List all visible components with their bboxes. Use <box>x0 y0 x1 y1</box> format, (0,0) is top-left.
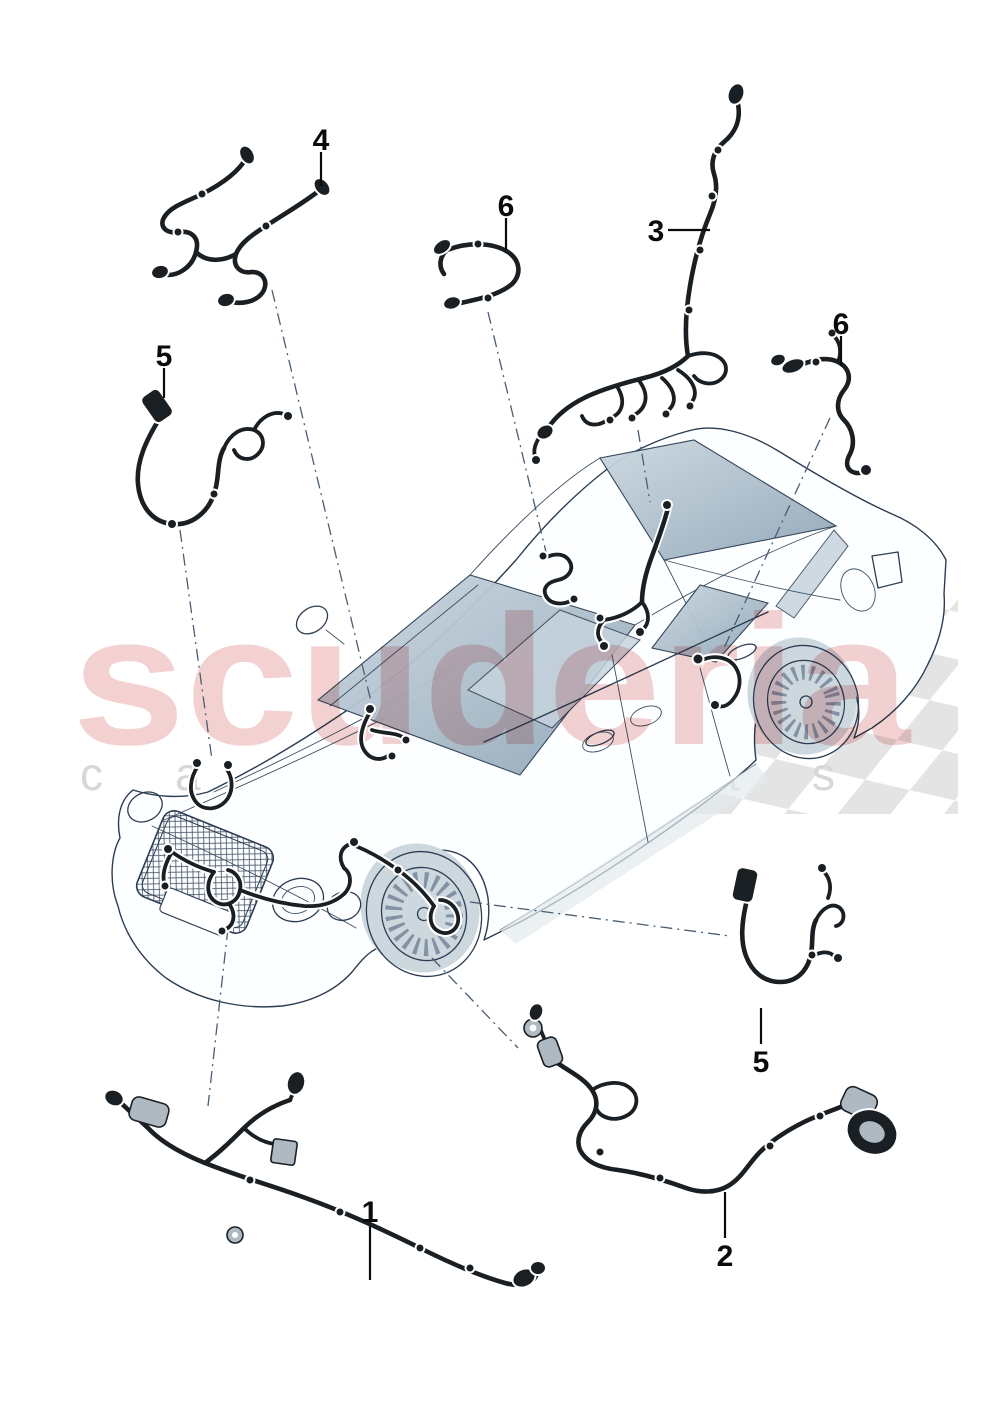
harness-2 <box>523 1002 899 1197</box>
callout-5-right-label: 5 <box>753 1046 770 1079</box>
leader-lines <box>179 289 831 1107</box>
fuel-cap <box>840 568 876 612</box>
roof-harness-sketch <box>537 550 580 608</box>
callout-6-right-label: 6 <box>833 308 850 341</box>
harness-6-right <box>769 327 873 478</box>
side-mirror <box>295 605 329 635</box>
headlamp <box>271 877 325 923</box>
belt-line <box>483 611 769 743</box>
quarter-window <box>775 529 849 619</box>
callout-4-label: 4 <box>313 124 330 157</box>
callout-3-label: 3 <box>648 215 665 248</box>
harness-6-upper <box>431 238 524 311</box>
harness-3 <box>529 82 746 467</box>
door-seam <box>699 667 731 777</box>
grille-harness-sketch <box>159 836 463 937</box>
roof-rail <box>634 525 837 626</box>
callout-6-upper-label: 6 <box>498 190 515 223</box>
harness-5-right <box>730 862 849 987</box>
tail-lamp <box>871 551 903 589</box>
rear-wheel <box>752 644 860 760</box>
door-seam <box>611 654 649 843</box>
cowl-harness-sketch <box>357 703 412 763</box>
harness-4 <box>150 144 332 309</box>
pillar-harness-sketch <box>594 499 673 652</box>
harness-1 <box>103 1070 547 1290</box>
callout-labels: 4 6 3 6 5 5 1 2 <box>156 124 850 1280</box>
callout-5-left-label: 5 <box>156 340 173 373</box>
callout-2-label: 2 <box>717 1240 734 1273</box>
headlamp <box>127 791 163 823</box>
harness-5-left <box>132 387 294 530</box>
watermark-brand: scuderia <box>72 578 912 784</box>
hood-harness-sketch <box>187 757 236 813</box>
rear-door-harness-sketch <box>691 652 744 711</box>
callout-1-label: 1 <box>362 1196 379 1229</box>
